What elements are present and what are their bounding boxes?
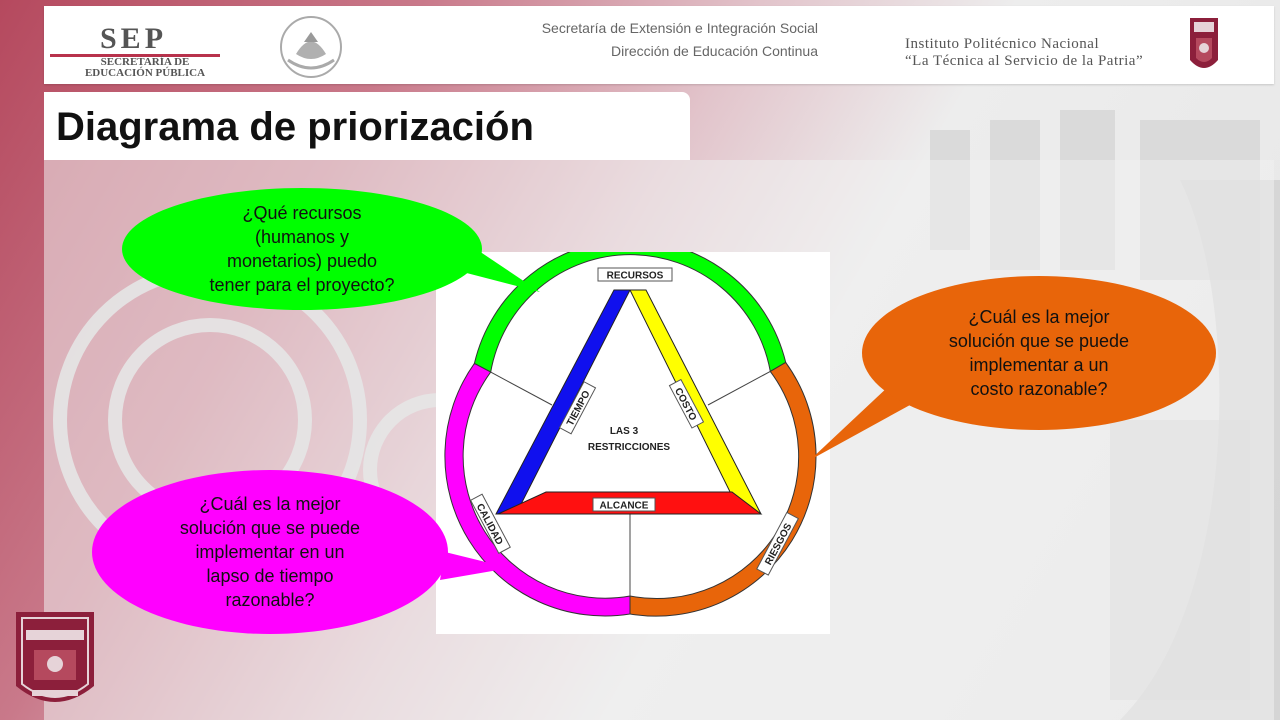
bubble-cost-line-1: ¿Cuál es la mejor bbox=[968, 307, 1110, 327]
sep-logo-subtitle: SECRETARÍA DE EDUCACIÓN PÚBLICA bbox=[70, 57, 220, 79]
center-label-line-1: LAS 3 bbox=[610, 426, 639, 437]
bubble-cost-line-4: costo razonable? bbox=[970, 379, 1108, 399]
triangle-side-time bbox=[495, 289, 631, 515]
sep-subtitle-line-2: EDUCACIÓN PÚBLICA bbox=[84, 67, 206, 79]
triangle-side-cost bbox=[629, 289, 762, 515]
title-box bbox=[44, 92, 690, 160]
bubble-cost-line-3: implementar a un bbox=[969, 355, 1109, 375]
ring-label-resources: RECURSOS bbox=[607, 271, 664, 282]
bubble-time-line-4: lapso de tiempo bbox=[206, 566, 334, 586]
label-box-cost bbox=[668, 378, 705, 429]
ipn-logo-icon bbox=[1190, 18, 1218, 68]
bubble-resources-line-3: monetarios) puedo bbox=[226, 251, 378, 271]
label-box-scope bbox=[592, 497, 656, 512]
mexico-seal-icon bbox=[280, 16, 342, 78]
header-line-1: Secretaría de Extensión e Integración So… bbox=[541, 20, 818, 36]
bubble-time: ¿Cuál es la mejor solución que se puede … bbox=[92, 470, 448, 634]
priority-diagram-svg: RECURSOS RIESGOS CALIDAD TIEMPO COSTO AL… bbox=[444, 239, 817, 617]
bubble-resources-line-2: (humanos y bbox=[254, 227, 350, 247]
sep-subtitle-line-1: SECRETARÍA DE bbox=[100, 56, 190, 68]
sep-logo-title: SEP bbox=[100, 22, 168, 55]
bubble-time-line-1: ¿Cuál es la mejor bbox=[199, 494, 341, 514]
ipn-name: Instituto Politécnico Nacional bbox=[905, 36, 1100, 52]
bubble-cost-line-2: solución que se puede bbox=[948, 331, 1130, 351]
sep-logo-rule bbox=[50, 54, 220, 57]
label-box-time bbox=[558, 381, 597, 435]
priority-diagram: RECURSOS RIESGOS CALIDAD TIEMPO COSTO AL… bbox=[436, 239, 830, 634]
header-band bbox=[44, 6, 1274, 84]
ipn-motto: “La Técnica al Servicio de la Patria” bbox=[905, 53, 1144, 69]
cec-logo-icon bbox=[16, 612, 94, 702]
header-line-2: Dirección de Educación Continua bbox=[610, 43, 818, 59]
bubble-time-line-5: razonable? bbox=[225, 590, 315, 610]
bubble-cost: ¿Cuál es la mejor solución que se puede … bbox=[862, 276, 1216, 430]
spoke-left bbox=[490, 371, 553, 406]
bubble-resources-line-1: ¿Qué recursos bbox=[242, 203, 362, 223]
spoke-right bbox=[707, 370, 771, 406]
bubble-time-line-3: implementar en un bbox=[195, 542, 345, 562]
bubble-resources-line-4: tener para el proyecto? bbox=[209, 275, 395, 295]
label-box-resources bbox=[597, 267, 673, 282]
center-label-line-2: RESTRICCIONES bbox=[588, 442, 671, 453]
ring-segment-quality bbox=[444, 362, 631, 617]
triangle-label-scope: ALCANCE bbox=[600, 501, 649, 512]
ring-segment-risks bbox=[629, 361, 817, 617]
bubble-time-line-2: solución que se puede bbox=[179, 518, 361, 538]
slide-title: Diagrama de priorización bbox=[56, 105, 534, 149]
label-box-quality bbox=[469, 493, 511, 554]
bubble-resources: ¿Qué recursos (humanos y monetarios) pue… bbox=[122, 188, 482, 310]
label-box-risks bbox=[756, 511, 799, 576]
